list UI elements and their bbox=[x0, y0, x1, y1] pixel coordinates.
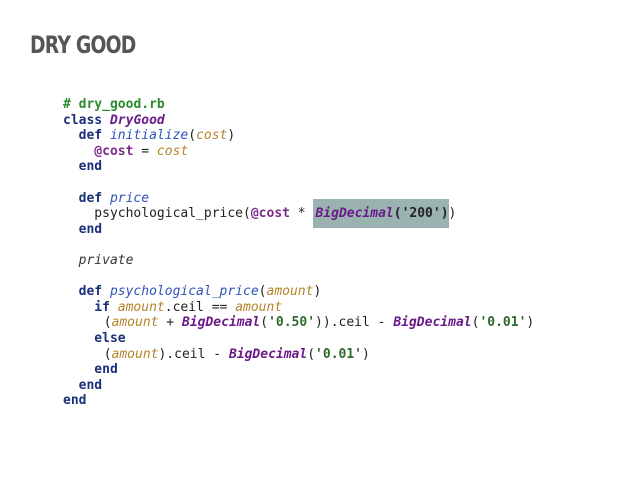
code-line-5: end bbox=[63, 159, 534, 175]
paren-open: ( bbox=[188, 128, 197, 144]
arg-amount: amount bbox=[117, 299, 165, 315]
keyword-end: end bbox=[63, 393, 87, 409]
code-line-14: if amount.ceil == amount bbox=[63, 300, 534, 316]
code-line-1: # dry_good.rb bbox=[63, 97, 534, 113]
keyword-def: def bbox=[78, 190, 103, 206]
paren-close: ) bbox=[526, 315, 535, 331]
bigdecimal-class: BigDecimal bbox=[228, 346, 308, 362]
code-line-8: psychological_price(@cost * BigDecimal('… bbox=[63, 199, 534, 229]
arg-amount: amount bbox=[266, 284, 314, 300]
arg-amount: amount bbox=[111, 315, 159, 331]
keyword-end: end bbox=[78, 159, 103, 175]
keyword-private: private bbox=[78, 252, 134, 268]
code-line-20: end bbox=[63, 393, 534, 409]
string-001: '0.01' bbox=[315, 346, 363, 362]
arg-cost-value: cost bbox=[156, 143, 189, 159]
string-200: ('200') bbox=[393, 206, 449, 222]
paren-open: ( bbox=[307, 346, 316, 362]
call-psychological-price: psychological_price( bbox=[94, 206, 251, 222]
method-price: price bbox=[109, 190, 150, 206]
highlighted-bigdecimal: BigDecimal('200') bbox=[313, 199, 449, 229]
keyword-end: end bbox=[94, 362, 118, 378]
code-line-blank-2 bbox=[63, 237, 534, 253]
plus-op: + bbox=[158, 315, 182, 331]
code-line-blank-3 bbox=[63, 269, 534, 285]
ceil-minus-close: )).ceil - bbox=[315, 315, 394, 331]
code-line-19: end bbox=[63, 378, 534, 394]
string-001: '0.01' bbox=[479, 315, 527, 331]
method-initialize: initialize bbox=[109, 128, 189, 144]
bigdecimal-class: BigDecimal bbox=[393, 315, 472, 331]
code-line-17: (amount).ceil - BigDecimal('0.01') bbox=[63, 347, 534, 363]
code-line-18: end bbox=[63, 362, 534, 378]
code-line-9: end bbox=[63, 222, 534, 238]
code-line-2: class DryGood bbox=[63, 113, 534, 129]
class-name: DryGood bbox=[109, 112, 165, 128]
paren-close: ) bbox=[227, 128, 236, 144]
code-line-16: else bbox=[63, 331, 534, 347]
call-close: ) bbox=[448, 206, 457, 222]
code-line-15: (amount + BigDecimal('0.50')).ceil - Big… bbox=[63, 315, 535, 331]
ceil-eq: .ceil == bbox=[164, 299, 236, 315]
assign-op: = bbox=[133, 143, 157, 159]
code-line-11: private bbox=[63, 253, 534, 269]
paren-open: ( bbox=[258, 284, 267, 300]
ivar-cost: @cost bbox=[94, 143, 134, 159]
keyword-def: def bbox=[78, 128, 103, 144]
code-comment: # dry_good.rb bbox=[63, 97, 165, 112]
times-op: * bbox=[289, 206, 314, 222]
paren-close: ) bbox=[362, 346, 370, 362]
keyword-def: def bbox=[78, 284, 103, 300]
paren-open: ( bbox=[471, 315, 480, 331]
bigdecimal-class: BigDecimal bbox=[315, 206, 394, 222]
bigdecimal-class: BigDecimal bbox=[181, 315, 261, 331]
keyword-else: else bbox=[94, 330, 126, 346]
keyword-if: if bbox=[94, 299, 110, 315]
paren-open: ( bbox=[103, 315, 112, 331]
code-line-3: def initialize(cost) bbox=[63, 128, 534, 144]
paren-close: ) bbox=[313, 284, 322, 300]
code-line-4: @cost = cost bbox=[63, 144, 534, 160]
keyword-class: class bbox=[63, 112, 103, 128]
arg-cost: cost bbox=[196, 128, 228, 144]
paren-open: ( bbox=[103, 346, 112, 362]
ceil-minus: ).ceil - bbox=[158, 346, 229, 362]
code-line-13: def psychological_price(amount) bbox=[63, 284, 534, 300]
string-050: '0.50' bbox=[268, 315, 316, 331]
arg-amount: amount bbox=[111, 346, 159, 362]
method-psychological-price: psychological_price bbox=[109, 284, 259, 300]
code-line-blank-1 bbox=[63, 175, 534, 191]
slide-title: DRY GOOD bbox=[30, 31, 136, 59]
keyword-end: end bbox=[78, 377, 103, 393]
code-line-7: def price bbox=[63, 191, 534, 207]
ivar-cost: @cost bbox=[250, 206, 290, 222]
keyword-end: end bbox=[78, 221, 103, 237]
paren-open: ( bbox=[260, 315, 269, 331]
arg-amount: amount bbox=[235, 299, 283, 315]
